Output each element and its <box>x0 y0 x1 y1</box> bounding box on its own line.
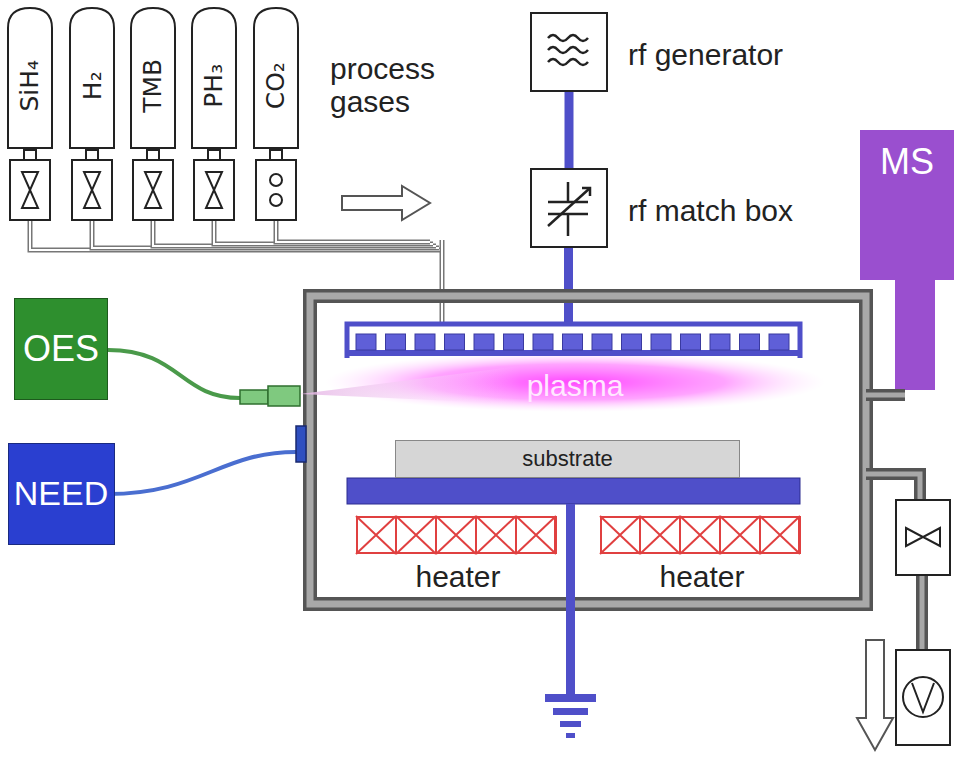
rf-wave-symbol <box>548 35 588 65</box>
rf-generator-box: rf generator <box>530 12 608 92</box>
node-label: OES <box>23 329 99 369</box>
heater-box: heater <box>600 516 800 554</box>
node-label: PH₃ <box>200 64 228 108</box>
ms-pipe <box>866 389 905 401</box>
oes-port <box>268 386 300 406</box>
need-box: NEED <box>8 443 115 545</box>
gas-bottle: SiH₄ <box>6 6 54 150</box>
mass-spectrometer-box: MS <box>860 130 954 280</box>
need-port <box>296 426 306 462</box>
gas-bottle: TMB <box>129 6 177 150</box>
node-label: NEED <box>14 475 108 512</box>
chamber-wall-inner <box>310 296 866 604</box>
oes-box: OES <box>14 298 108 400</box>
electrode-stem <box>566 504 575 694</box>
rf-matchbox: rf match box <box>530 168 608 248</box>
exhaust-arrow <box>857 640 893 750</box>
plasma-region: plasma <box>470 366 680 404</box>
pump-symbol <box>903 677 943 717</box>
vacuum-pump <box>896 650 950 745</box>
substrate-electrode <box>347 478 800 504</box>
variable-capacitor-symbol <box>548 182 590 236</box>
showerhead-plate <box>347 350 800 356</box>
node-label: H₂ <box>78 72 106 101</box>
heater-coils <box>356 516 800 554</box>
gas-bottle: H₂ <box>68 6 116 150</box>
node-label: plasma <box>527 369 624 402</box>
node-label: rf match box <box>628 194 793 227</box>
ms-stem <box>895 278 935 390</box>
heater-box: heater <box>356 516 556 554</box>
node-label: CO₂ <box>262 62 290 109</box>
throttle-valve <box>896 500 950 575</box>
node-label: rf generator <box>628 38 783 71</box>
flow-arrow <box>342 186 430 220</box>
annotation-label: process gases <box>330 52 450 118</box>
rf-cable <box>565 92 574 168</box>
showerhead-holes <box>356 334 789 350</box>
gas-valves <box>10 150 296 220</box>
node-label: substrate <box>522 447 613 471</box>
gas-bottle: PH₃ <box>190 6 238 150</box>
node-label: heater <box>415 560 500 593</box>
valve-symbol <box>906 528 940 546</box>
fiber-connector <box>240 390 268 404</box>
node-label: TMB <box>139 59 167 113</box>
gas-bottle: CO₂ <box>252 6 300 150</box>
substrate-box: substrate <box>395 440 740 478</box>
optical-view-cone <box>300 366 520 404</box>
node-label: SiH₄ <box>16 60 44 112</box>
node-label: MS <box>880 142 934 182</box>
rf-feed-line <box>564 246 573 324</box>
optical-fiber <box>108 350 240 398</box>
showerhead-electrode <box>347 324 800 358</box>
node-label: heater <box>659 560 744 593</box>
probe-cable <box>108 452 296 494</box>
ground-symbol <box>545 694 596 738</box>
chamber-wall <box>310 296 866 604</box>
